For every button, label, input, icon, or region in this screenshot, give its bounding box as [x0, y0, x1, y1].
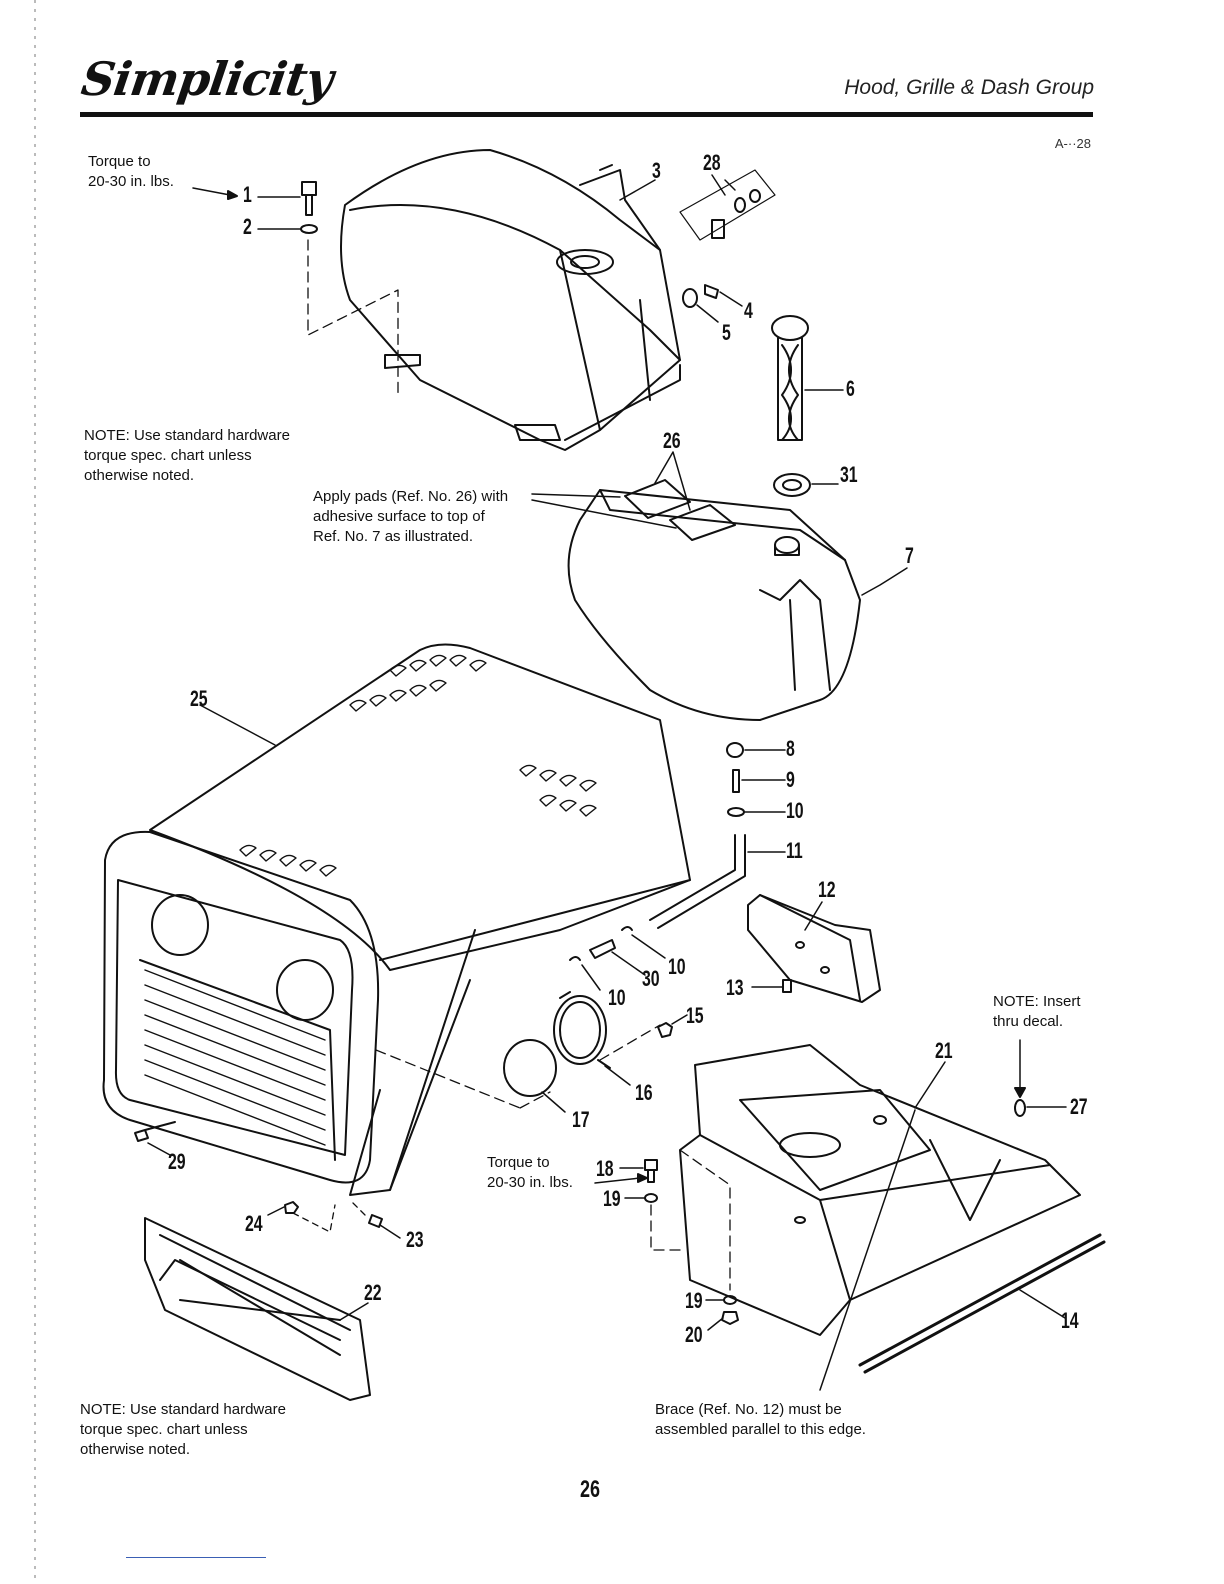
arrowhead-icon — [1014, 1087, 1026, 1098]
headlight-part — [503, 991, 611, 1097]
leader-line — [1019, 1289, 1066, 1319]
bottom-panel-part — [144, 1217, 371, 1401]
leader-line — [741, 749, 786, 853]
figure-code: A-··28 — [1054, 136, 1091, 151]
callout-label: 20 — [685, 1322, 703, 1347]
callout-label: 13 — [726, 975, 744, 1000]
hardware-note-top: NOTE: Use standard hardware torque spec.… — [84, 427, 290, 484]
callout-label: 17 — [572, 1107, 590, 1132]
callout-label: 14 — [1061, 1308, 1079, 1333]
trim-strip-part — [858, 1233, 1106, 1374]
leader-line — [541, 1065, 631, 1113]
torque-note-mid: Torque to 20-30 in. lbs. — [487, 1154, 573, 1191]
callout-label: 9 — [786, 767, 795, 792]
leader-line — [339, 1302, 369, 1321]
small-hardware-part — [134, 1121, 383, 1228]
callout-label: 4 — [744, 298, 753, 323]
fuel-gauge-part — [771, 315, 809, 441]
callout-label: 5 — [722, 320, 731, 345]
torque-arrow — [594, 1177, 641, 1184]
header-rule — [80, 112, 1093, 117]
rivet-part — [1014, 1099, 1026, 1117]
arrowhead-icon — [637, 1173, 648, 1183]
callout-label: 10 — [608, 985, 626, 1010]
callout-label: 6 — [846, 376, 855, 401]
nut-part — [657, 1022, 673, 1038]
leader-line — [619, 174, 726, 201]
leader-line — [861, 567, 908, 596]
assembly-line — [650, 1149, 731, 1291]
callout-label: 28 — [703, 150, 721, 175]
grommet-part — [773, 473, 811, 497]
callout-label: 21 — [935, 1038, 953, 1063]
insert-note: NOTE: Insert thru decal. — [993, 993, 1081, 1030]
binding-margin — [34, 0, 36, 1584]
callout-label: 31 — [840, 462, 858, 487]
footer-underline — [126, 1557, 266, 1558]
callout-label: 3 — [652, 158, 661, 183]
leader-line — [199, 704, 276, 746]
callout-label: 11 — [786, 838, 803, 863]
leader-line — [696, 291, 743, 323]
fuel-valve-part — [569, 926, 633, 961]
section-title: Hood, Grille & Dash Group — [844, 76, 1094, 99]
callout-label: 19 — [685, 1288, 703, 1313]
leader-line — [147, 1142, 401, 1239]
fuel-line-part — [649, 742, 746, 929]
callout-label: 1 — [243, 182, 252, 207]
callout-label: 7 — [905, 543, 914, 568]
brace-note: Brace (Ref. No. 12) must be assembled pa… — [655, 1401, 866, 1438]
leader-line — [671, 1014, 688, 1025]
callout-label: 12 — [818, 877, 836, 902]
callout-label: 25 — [190, 686, 208, 711]
assembly-line — [375, 1049, 551, 1109]
callout-label: 26 — [663, 428, 681, 453]
callout-label: 27 — [1070, 1094, 1088, 1119]
assembly-line — [307, 239, 399, 396]
callout-label: 19 — [603, 1186, 621, 1211]
callout-label: 22 — [364, 1280, 382, 1305]
callout-label: 8 — [786, 736, 795, 761]
hardware-note-bottom: NOTE: Use standard hardware torque spec.… — [80, 1401, 286, 1458]
callout-label: 29 — [168, 1149, 186, 1174]
page-number: 26 — [580, 1476, 601, 1503]
brace-part — [747, 894, 881, 1003]
callout-label: 23 — [406, 1227, 424, 1252]
torque-arrow — [192, 187, 231, 196]
apply-pads-note: Apply pads (Ref. No. 26) with adhesive s… — [313, 488, 509, 545]
leader-line — [619, 1167, 724, 1331]
callout-label: 10 — [786, 798, 804, 823]
dash-panel-part — [340, 149, 681, 451]
fuel-tank-part — [567, 479, 861, 721]
bolt-part — [300, 181, 318, 234]
edge-pointer — [819, 1109, 916, 1391]
arrowhead-icon — [227, 190, 238, 200]
callout-label: 24 — [245, 1211, 263, 1236]
leader-line — [581, 934, 666, 991]
leader-line — [257, 196, 301, 230]
assembly-line — [599, 1024, 661, 1061]
torque-note-top: Torque to 20-30 in. lbs. — [88, 153, 174, 190]
leader-line — [914, 1061, 946, 1109]
callout-label: 2 — [243, 214, 252, 239]
switch-part — [679, 169, 776, 241]
pad-arrows — [531, 451, 691, 529]
grille-part — [102, 830, 380, 1184]
callout-label: 15 — [686, 1003, 704, 1028]
assembly-line — [292, 1199, 366, 1233]
callout-label: 16 — [635, 1080, 653, 1105]
callout-label: 30 — [642, 966, 660, 991]
hood-part — [149, 643, 691, 1196]
screw-part — [682, 284, 719, 308]
callout-label: 10 — [668, 954, 686, 979]
callout-label: 18 — [596, 1156, 614, 1181]
leader-line — [751, 901, 823, 988]
